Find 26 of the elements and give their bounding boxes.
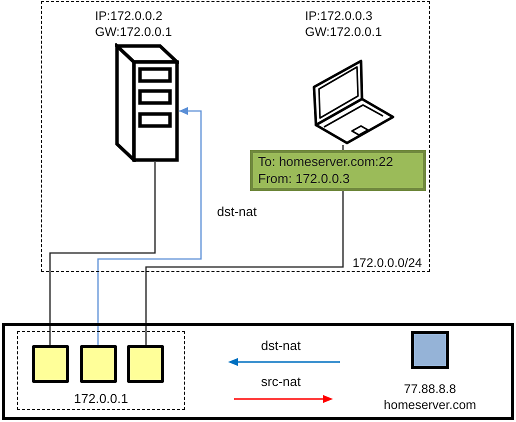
subnet-zone (41, 1, 430, 272)
source-text: From: 172.0.0.3 (258, 170, 350, 187)
arrow (97, 107, 202, 345)
network-port (32, 345, 69, 383)
ip-address: IP:172.0.0.2 (95, 8, 162, 24)
destination-text: To: homeserver.com:22 (258, 153, 394, 170)
host-square (411, 331, 449, 369)
edge-label: dst-nat (217, 204, 257, 220)
router-box (2, 323, 514, 420)
hostname: homeserver.com (384, 397, 476, 413)
packet-note (250, 150, 426, 191)
connector-line (145, 191, 344, 345)
ip-address: 77.88.8.8 (404, 381, 456, 397)
gateway-address: GW:172.0.0.1 (305, 24, 382, 40)
gateway-address: 172.0.0.1 (74, 391, 128, 406)
server-icon (115, 43, 179, 162)
gateway-address: GW:172.0.0.1 (95, 24, 172, 40)
arrow-label: src-nat (261, 374, 301, 390)
connector-line (49, 162, 156, 345)
arrow-label: dst-nat (261, 338, 301, 354)
network-port (80, 345, 117, 383)
port-group (17, 331, 185, 410)
ip-address: IP:172.0.0.3 (305, 8, 372, 24)
laptop-icon (311, 58, 396, 145)
subnet-label: 172.0.0.0/24 (352, 256, 422, 270)
network-port (127, 345, 164, 383)
